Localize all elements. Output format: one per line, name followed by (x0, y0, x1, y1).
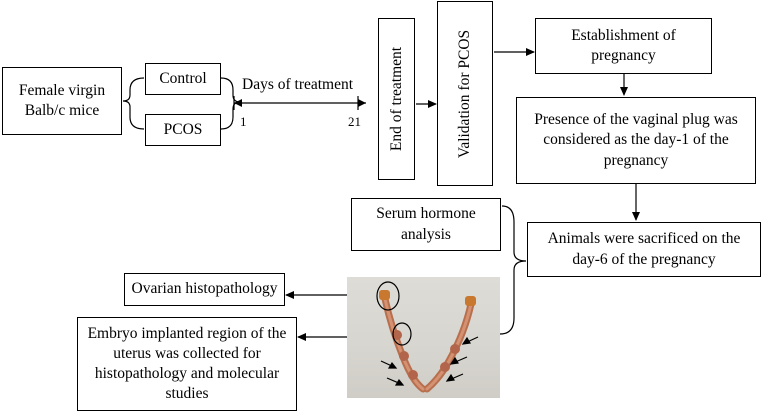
right-ovary (465, 296, 476, 306)
control-label: Control (159, 69, 207, 87)
serum-box: Serum hormone analysis (351, 198, 501, 251)
end-treatment-box: End of treatment (378, 18, 415, 180)
pcos-label: PCOS (163, 120, 203, 138)
embryo-label: Embryo implanted region of the uterus wa… (87, 324, 287, 403)
timeline-arrow-right (358, 99, 366, 107)
serum-label: Serum hormone analysis (376, 205, 476, 243)
mice-box: Female virgin Balb/c mice (2, 67, 122, 135)
establishment-box: Establishment of pregnancy (535, 18, 712, 74)
end-treatment-label: End of treatment (387, 46, 405, 152)
mice-label: Female virgin Balb/c mice (18, 81, 106, 119)
timeline-label: Days of treatment (242, 76, 354, 93)
sacrificed-label: Animals were sacrificed on the day-6 of … (547, 230, 741, 268)
vaginal-plug-label: Presence of the vaginal plug was conside… (534, 111, 738, 169)
left-ovary (379, 290, 390, 300)
right-horn (423, 300, 475, 393)
timeline-start-label: 1 (240, 114, 247, 129)
timeline-arrow-left (234, 99, 242, 107)
ovarian-box: Ovarian histopathology (124, 273, 285, 306)
vaginal-plug-box: Presence of the vaginal plug was conside… (516, 97, 756, 184)
pcos-box: PCOS (145, 114, 221, 146)
uterus-photo (347, 277, 500, 398)
embryo-box: Embryo implanted region of the uterus wa… (77, 317, 297, 411)
control-box: Control (145, 63, 221, 95)
ovarian-label: Ovarian histopathology (131, 280, 278, 298)
uterus-illustration (376, 281, 479, 393)
ovary-circle (376, 281, 400, 311)
validation-box: Validation for PCOS (437, 1, 493, 186)
establishment-label: Establishment of pregnancy (571, 26, 676, 64)
brace-sacrificed (499, 205, 527, 335)
validation-label: Validation for PCOS (456, 29, 473, 158)
implant-circle (392, 322, 412, 346)
timeline-end-label: 21 (348, 114, 361, 129)
sacrificed-box: Animals were sacrificed on the day-6 of … (527, 222, 761, 277)
brace-mice (122, 77, 145, 130)
